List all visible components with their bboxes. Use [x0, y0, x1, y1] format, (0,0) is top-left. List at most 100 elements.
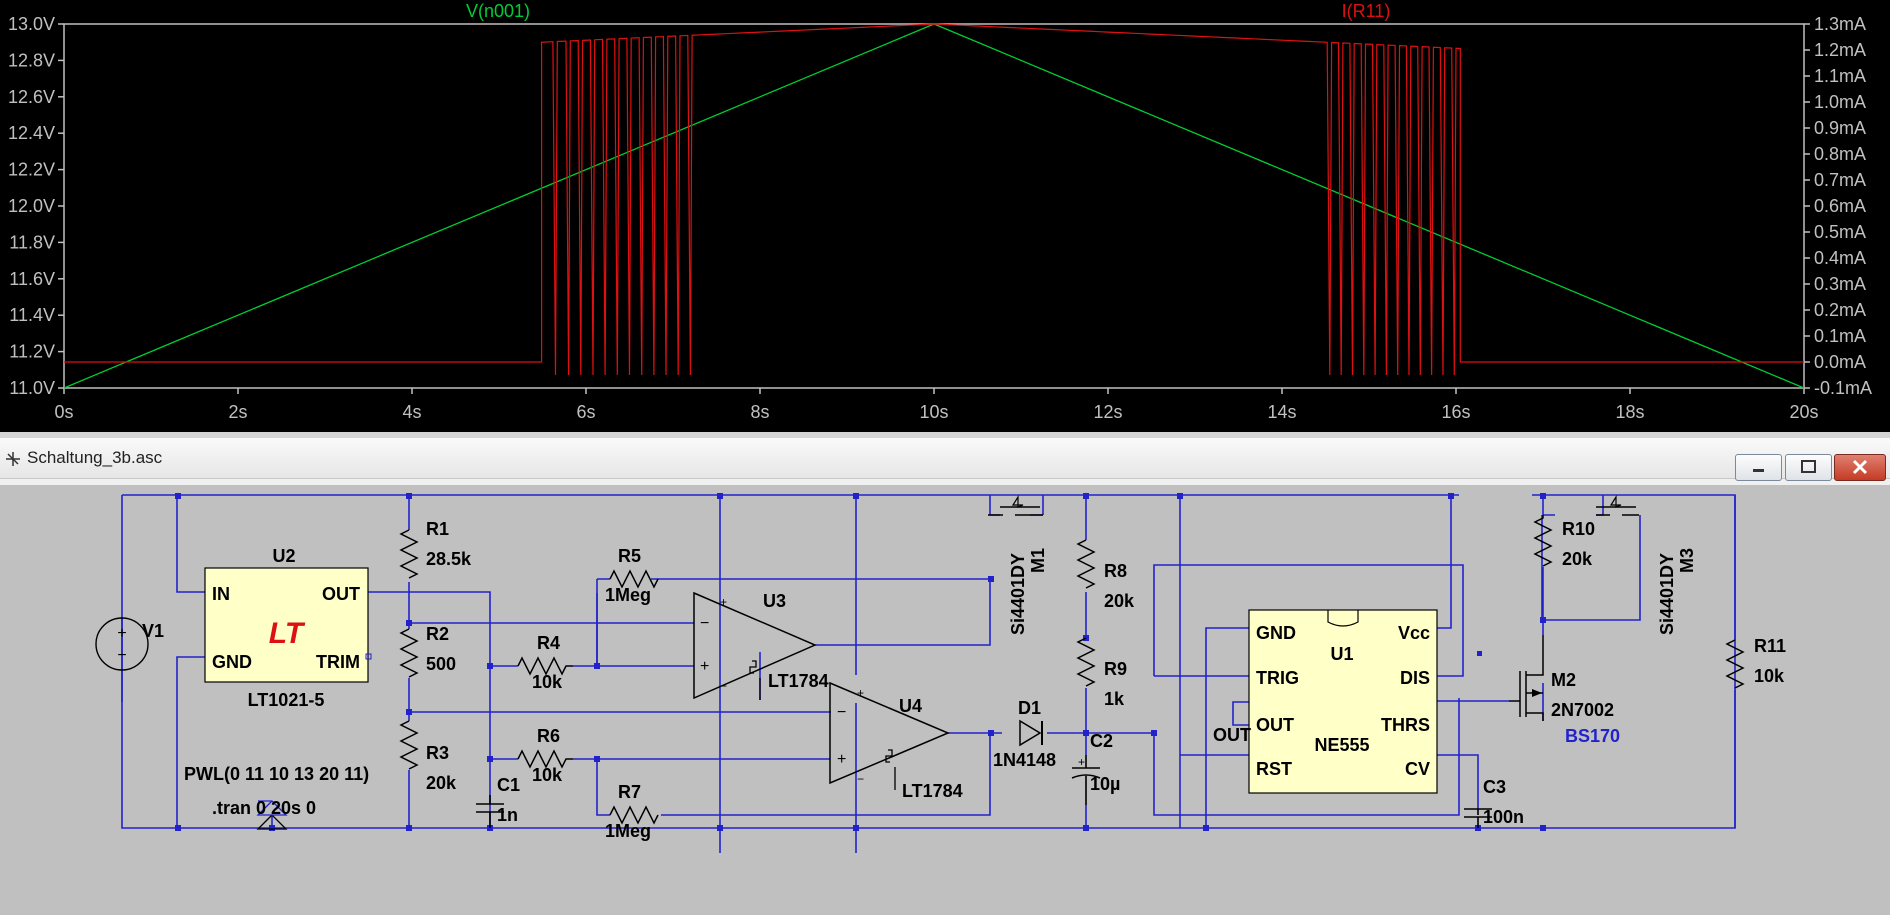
x-tick-label: 6s: [576, 402, 595, 422]
u1-ref: U1: [1330, 644, 1353, 664]
source-v1[interactable]: + − V1 PWL(0 11 10 13 20 11) .tran 0 20s…: [95, 617, 369, 818]
opamp-u4[interactable]: − + + − U4 LT1784: [829, 681, 963, 801]
m2-body: [1509, 635, 1544, 721]
ground-symbol: [256, 800, 288, 830]
legend-i-r11[interactable]: I(R11): [1342, 1, 1391, 21]
u4-triangle: [829, 681, 950, 785]
wires: [121, 494, 1736, 853]
r11-zigzag: [1725, 639, 1745, 689]
r10-ref: R10: [1562, 519, 1595, 539]
r2-ref: R2: [426, 624, 449, 644]
right-tick-label: 1.3mA: [1814, 14, 1866, 34]
ic-u1-ne555[interactable]: U1 GND Vcc TRIG DIS OUT THRS NE555 RST C…: [1213, 609, 1438, 794]
minimize-button[interactable]: [1735, 454, 1782, 481]
schematic-canvas[interactable]: + − V1 PWL(0 11 10 13 20 11) .tran 0 20s…: [0, 485, 1890, 915]
minimize-icon: [1753, 469, 1764, 472]
x-tick-label: 0s: [54, 402, 73, 422]
right-tick-label: 0.7mA: [1814, 170, 1866, 190]
plot-frame: [63, 23, 1805, 389]
r5-zigzag: [609, 569, 659, 589]
maximize-button[interactable]: [1785, 454, 1832, 481]
c2-plates: [1071, 755, 1101, 805]
ic-u2-lt1021[interactable]: U2 IN OUT GND TRIM LT LT1021-5: [204, 546, 372, 710]
v1-minus-sign: −: [117, 647, 126, 664]
right-tick-label: 0.6mA: [1814, 196, 1866, 216]
r2-zigzag: [399, 628, 419, 678]
m1-part: Si4401DY: [1008, 553, 1028, 635]
u2-pin-in: IN: [212, 584, 230, 604]
r3-zigzag: [399, 720, 419, 770]
trace-i-r11[interactable]: [64, 23, 1804, 376]
x-tick-label: 2s: [228, 402, 247, 422]
pmos-m1[interactable]: Si4401DY M1: [988, 494, 1048, 635]
u4-shutdown-pin: [885, 749, 896, 790]
x-tick-label: 18s: [1615, 402, 1644, 422]
resistor-labels: R1 28.5k R2 500 R3 20k R4 10k R5 1Meg R6…: [426, 519, 1786, 841]
right-tick-label: 0.4mA: [1814, 248, 1866, 268]
u1-pin-dis: DIS: [1400, 668, 1430, 688]
r10-zigzag: [1533, 515, 1553, 567]
u1-pin-trig: TRIG: [1256, 668, 1299, 688]
c3-plates: [1464, 808, 1492, 828]
v1-label: V1: [142, 621, 164, 641]
left-tick-label: 12.6V: [8, 87, 55, 107]
c1-ref: C1: [497, 775, 520, 795]
x-tick-label: 14s: [1267, 402, 1296, 422]
m3-part: Si4401DY: [1657, 553, 1677, 635]
u2-trim-pin-stub: [365, 653, 372, 660]
schematic-drawing[interactable]: + − V1 PWL(0 11 10 13 20 11) .tran 0 20s…: [0, 485, 1890, 915]
legend-v-n001[interactable]: V(n001): [466, 1, 530, 21]
pane-splitter[interactable]: [0, 432, 1890, 438]
right-tick-label: 0.2mA: [1814, 300, 1866, 320]
c2-value: 10µ: [1090, 774, 1120, 794]
diode-d1[interactable]: D1 1N4148: [993, 698, 1056, 770]
u4-part: LT1784: [902, 781, 963, 801]
r5-value: 1Meg: [605, 585, 651, 605]
right-tick-label: 0.3mA: [1814, 274, 1866, 294]
m3-ref: M3: [1677, 548, 1697, 573]
right-tick-label: 1.1mA: [1814, 66, 1866, 86]
r4-zigzag: [517, 656, 573, 676]
plot-axes: [63, 23, 1805, 389]
d1-part: 1N4148: [993, 750, 1056, 770]
u2-pin-out: OUT: [322, 584, 360, 604]
window-titlebar[interactable]: Schaltung_3b.asc: [0, 438, 1890, 481]
r7-value: 1Meg: [605, 821, 651, 841]
close-button[interactable]: [1834, 454, 1886, 481]
u1-body: [1248, 609, 1438, 794]
r2-value: 500: [426, 654, 456, 674]
schematic-window: Schaltung_3b.asc: [0, 438, 1890, 915]
r1-zigzag: [399, 529, 419, 579]
d1-ref: D1: [1018, 698, 1041, 718]
r11-ref: R11: [1754, 636, 1786, 656]
u4-ref: U4: [899, 696, 922, 716]
left-tick-label: 12.4V: [8, 123, 55, 143]
u3-part: LT1784: [768, 671, 829, 691]
r8-zigzag: [1076, 539, 1096, 589]
trace-v-n001[interactable]: [63, 23, 1805, 389]
c1-plates: [476, 795, 504, 828]
x-tick-label: 12s: [1093, 402, 1122, 422]
r3-ref: R3: [426, 743, 449, 763]
x-tick-label: 10s: [919, 402, 948, 422]
maximize-icon: [1801, 460, 1816, 473]
r7-ref: R7: [618, 782, 641, 802]
left-tick-label: 12.0V: [8, 196, 55, 216]
c3-ref: C3: [1483, 777, 1506, 797]
opamp-u3[interactable]: − + + − U3 LT1784: [693, 591, 829, 700]
nmos-m2[interactable]: M2 2N7002 BS170: [1509, 635, 1620, 746]
x-tick-label: 20s: [1789, 402, 1818, 422]
r9-value: 1k: [1104, 689, 1125, 709]
u3-ref: U3: [763, 591, 786, 611]
u3-triangle: [693, 591, 817, 700]
x-tick-label: 16s: [1441, 402, 1470, 422]
r3-value: 20k: [426, 773, 457, 793]
u2-pin-gnd: GND: [212, 652, 252, 672]
r1-ref: R1: [426, 519, 449, 539]
pmos-m3[interactable]: Si4401DY M3: [1596, 494, 1697, 635]
right-tick-label: 0.8mA: [1814, 144, 1866, 164]
u1-pin-thrs: THRS: [1381, 715, 1430, 735]
